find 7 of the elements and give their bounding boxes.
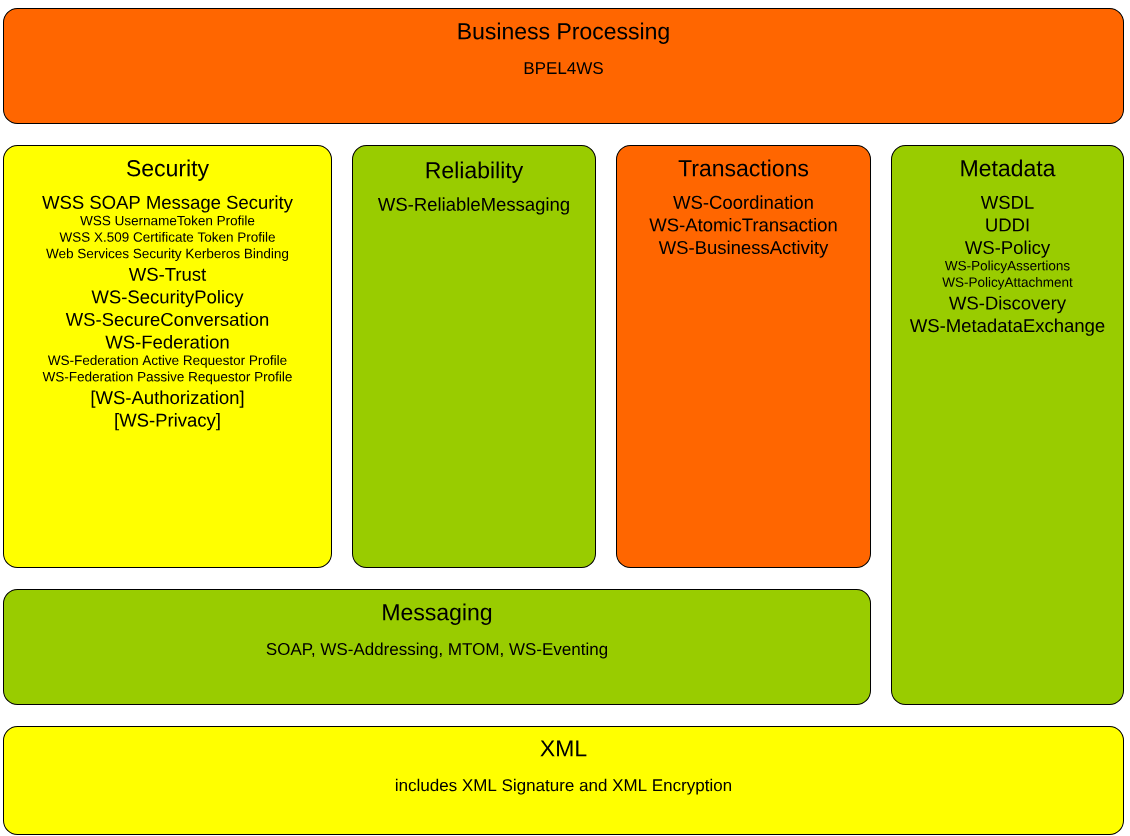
- layer-box: Transactions WS-Coordination WS-AtomicTransaction WS-BusinessActivity: [616, 145, 871, 568]
- layer-box: XML includes XML Signature and XML Encryption: [3, 726, 1124, 835]
- layer-box: Business Processing BPEL4WS: [3, 8, 1124, 124]
- layer-box: Reliability WS-ReliableMessaging: [352, 145, 596, 568]
- layer-box: Messaging SOAP, WS-Addressing, MTOM, WS-Eventing: [3, 589, 871, 705]
- layer-box: Security WSS SOAP Message Security WSS UsernameToken Profile WSS X.509 Certificate Token Profile Web Services Security Kerberos Binding WS-Trust WS-SecurityPolicy WS-SecureConversation WS-Federation WS-Federation Active Requestor Profile WS-Federation Passive Requestor Profile [WS-Authorization] [WS-Privacy]: [3, 145, 332, 568]
- layer-box: Metadata WSDL UDDI WS-Policy WS-PolicyAssertions WS-PolicyAttachment WS-Discovery WS-MetadataExchange: [891, 145, 1124, 705]
